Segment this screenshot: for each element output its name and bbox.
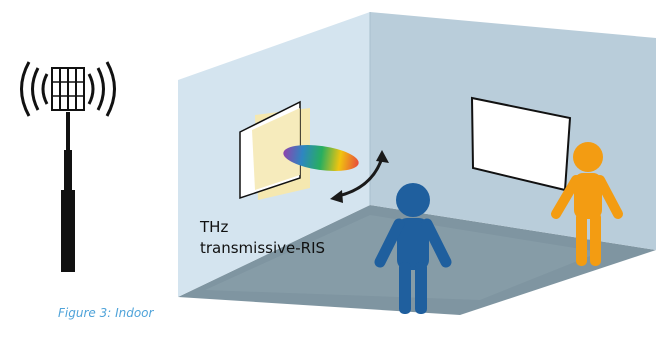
thz-beam — [283, 144, 359, 172]
person-orange — [551, 142, 623, 266]
double-arrow-icon — [330, 150, 389, 203]
figure-caption: Figure 3: Indoor — [58, 306, 154, 320]
ris-label-line2: transmissive-RIS — [200, 239, 325, 257]
cell-tower-icon — [20, 61, 116, 272]
person-blue — [374, 183, 452, 314]
ris-inner — [252, 108, 300, 190]
ris-panel — [239, 100, 310, 200]
ris-label-line1: THz — [199, 218, 228, 236]
